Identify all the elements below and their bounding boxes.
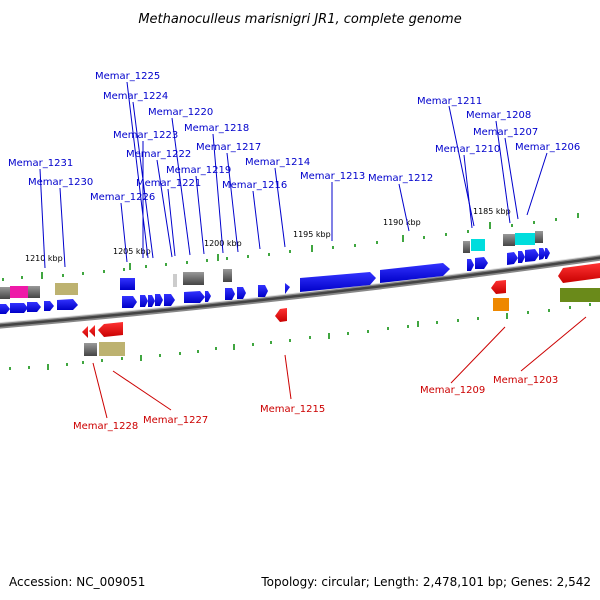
- gene-box-gray: [28, 286, 40, 298]
- gene-label[interactable]: Memar_1215: [260, 404, 325, 415]
- gene-label[interactable]: Memar_1203: [493, 375, 558, 386]
- gene-label[interactable]: Memar_1221: [136, 178, 201, 189]
- genome-backbone: [0, 254, 600, 329]
- gene-arrow: [89, 325, 95, 337]
- gene-label[interactable]: Memar_1225: [95, 71, 160, 82]
- gene-box-gray: [173, 274, 177, 287]
- gene-arrow: [10, 303, 28, 313]
- upper-leader-lines: [39, 81, 548, 269]
- gene-box-orange: [493, 298, 509, 311]
- upper-scale-track: [2, 213, 579, 281]
- upper-gene-labels: Memar_1225 Memar_1224 Memar_1220 Memar_1…: [8, 71, 580, 203]
- gene-box-gray: [503, 234, 515, 246]
- gene-box-khaki: [55, 283, 78, 295]
- chart-title: Methanoculleus marisnigri JR1, complete …: [138, 12, 461, 27]
- gene-label[interactable]: Memar_1219: [166, 165, 231, 176]
- gene-label[interactable]: Memar_1208: [466, 110, 531, 121]
- gene-label[interactable]: Memar_1210: [435, 144, 500, 155]
- forward-genes: [0, 231, 550, 314]
- gene-label[interactable]: Memar_1206: [515, 142, 580, 153]
- position-labels: 1210 kbp 1205 kbp 1200 kbp 1195 kbp 1190…: [25, 207, 511, 263]
- gene-label[interactable]: Memar_1211: [417, 96, 482, 107]
- gene-label[interactable]: Memar_1214: [245, 157, 310, 168]
- lower-leader-lines: [92, 316, 587, 419]
- gene-label[interactable]: Memar_1224: [103, 91, 168, 102]
- position-label-1200kbp: 1200 kbp: [204, 239, 242, 248]
- gene-arrow: [82, 326, 88, 338]
- gene-box-gray: [223, 269, 232, 282]
- gene-arrow: [475, 257, 488, 269]
- position-label-1185kbp: 1185 kbp: [473, 207, 511, 216]
- gene-box-khaki: [99, 342, 125, 356]
- gene-arrow: [300, 272, 376, 292]
- gene-arrow: [507, 252, 518, 265]
- gene-box-gray: [463, 241, 470, 253]
- gene-arrow: [545, 248, 550, 259]
- gene-arrow: [205, 291, 211, 302]
- gene-box-cyan: [471, 239, 485, 251]
- gene-box-olive: [560, 288, 600, 302]
- accession-text: Accession: NC_009051: [9, 575, 146, 589]
- gene-arrow: [140, 295, 148, 307]
- gene-label[interactable]: Memar_1223: [113, 130, 178, 141]
- genome-summary: Topology: circular; Length: 2,478,101 bp…: [261, 575, 591, 589]
- gene-arrow: [518, 251, 525, 263]
- position-label-1205kbp: 1205 kbp: [113, 247, 151, 256]
- gene-label[interactable]: Memar_1218: [184, 123, 249, 134]
- reverse-genes: [82, 263, 600, 356]
- gene-arrow: [258, 285, 268, 297]
- gene-arrow: [44, 301, 54, 311]
- gene-label[interactable]: Memar_1217: [196, 142, 261, 153]
- gene-label[interactable]: Memar_1220: [148, 107, 213, 118]
- gene-arrow: [539, 248, 546, 260]
- gene-arrow: [184, 291, 205, 303]
- gene-label[interactable]: Memar_1231: [8, 158, 73, 169]
- gene-arrow: [57, 299, 78, 310]
- gene-label[interactable]: Memar_1209: [420, 385, 485, 396]
- position-label-1195kbp: 1195 kbp: [293, 230, 331, 239]
- gene-box-gray: [84, 343, 97, 356]
- gene-arrow: [275, 308, 287, 322]
- gene-box-cyan: [515, 233, 535, 245]
- gene-arrow: [380, 263, 450, 283]
- gene-arrow: [122, 296, 137, 308]
- position-label-1210kbp: 1210 kbp: [25, 254, 63, 263]
- gene-label[interactable]: Memar_1216: [222, 180, 287, 191]
- gene-arrow: [558, 263, 600, 283]
- gene-arrow: [98, 322, 123, 337]
- gene-box-gray: [183, 272, 204, 285]
- gene-arrow: [491, 280, 506, 294]
- gene-label[interactable]: Memar_1227: [143, 415, 208, 426]
- lower-gene-labels: Memar_1228 Memar_1227 Memar_1215 Memar_1…: [73, 375, 558, 432]
- gene-arrow: [164, 294, 175, 306]
- gene-box-blue: [120, 278, 135, 290]
- gene-box-magenta: [10, 286, 28, 298]
- gene-arrow: [237, 287, 246, 299]
- gene-arrow: [0, 304, 10, 314]
- gene-label[interactable]: Memar_1222: [126, 149, 191, 160]
- gene-label[interactable]: Memar_1207: [473, 127, 538, 138]
- gene-label[interactable]: Memar_1226: [90, 192, 155, 203]
- gene-label[interactable]: Memar_1228: [73, 421, 138, 432]
- gene-label[interactable]: Memar_1213: [300, 171, 365, 182]
- gene-arrow: [27, 302, 41, 312]
- gene-arrow: [225, 288, 235, 300]
- gene-arrow: [155, 294, 163, 306]
- gene-arrow: [525, 249, 539, 262]
- lower-scale-track: [9, 303, 591, 370]
- gene-arrow: [285, 283, 290, 294]
- gene-label[interactable]: Memar_1212: [368, 173, 433, 184]
- gene-arrow: [148, 295, 155, 307]
- gene-label[interactable]: Memar_1230: [28, 177, 93, 188]
- gene-box-gray: [535, 231, 543, 243]
- gene-box-gray: [0, 287, 10, 299]
- position-label-1190kbp: 1190 kbp: [383, 218, 421, 227]
- gene-arrow: [467, 259, 474, 271]
